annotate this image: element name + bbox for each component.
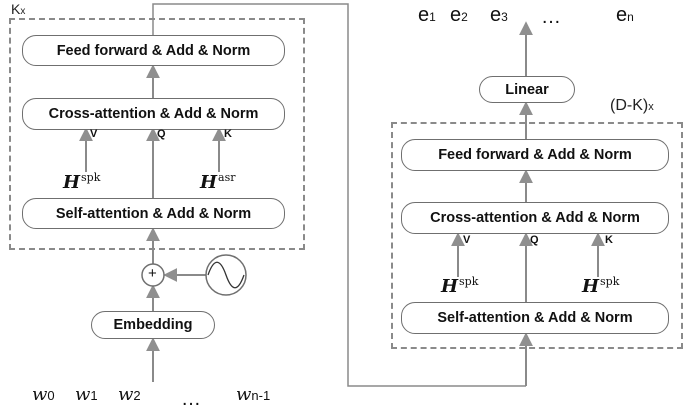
dec-h-spk-left-label: Hspk — [441, 275, 479, 297]
add-circle — [141, 263, 165, 287]
input-token: wn-1 — [236, 384, 271, 405]
dec-h-spk-right-label: Hspk — [582, 275, 620, 297]
dec-q-label: Q — [530, 234, 539, 246]
encoder-repeat-label: Kx — [11, 1, 26, 17]
enc-q-label: Q — [157, 128, 166, 140]
input-token: w2 — [118, 384, 141, 405]
decoder-repeat-label: (D-K)x — [610, 97, 654, 114]
dec-v-label: V — [463, 234, 471, 246]
input-ellipsis: … — [181, 388, 203, 410]
output-ellipsis: … — [541, 6, 563, 28]
embedding-block: Embedding — [91, 311, 215, 339]
enc-h-asr-label: Hasr — [200, 171, 236, 193]
decoder-self-attention-block: Self-attention & Add & Norm — [401, 302, 669, 334]
decoder-cross-attention-block: Cross-attention & Add & Norm — [401, 202, 669, 234]
output-token: e3 — [490, 4, 508, 26]
decoder-frame — [391, 122, 683, 349]
encoder-self-attention-block: Self-attention & Add & Norm — [22, 198, 285, 229]
add-symbol: + — [148, 265, 157, 282]
sine-wave-icon — [207, 261, 245, 289]
output-token: en — [616, 4, 634, 26]
encoder-feed-forward-block: Feed forward & Add & Norm — [22, 35, 285, 66]
encoder-frame — [9, 18, 305, 250]
dec-k-label: K — [605, 234, 613, 246]
input-token: w0 — [32, 384, 55, 405]
encoder-cross-attention-block: Cross-attention & Add & Norm — [22, 98, 285, 130]
encoder-to-decoder-route — [152, 3, 526, 387]
output-token: e1 — [418, 4, 436, 26]
enc-h-spk-label: Hspk — [63, 171, 101, 193]
input-token: w1 — [75, 384, 98, 405]
enc-k-label: K — [224, 128, 232, 140]
enc-v-label: V — [90, 128, 98, 140]
linear-block: Linear — [479, 76, 575, 103]
output-token: e2 — [450, 4, 468, 26]
decoder-feed-forward-block: Feed forward & Add & Norm — [401, 139, 669, 171]
